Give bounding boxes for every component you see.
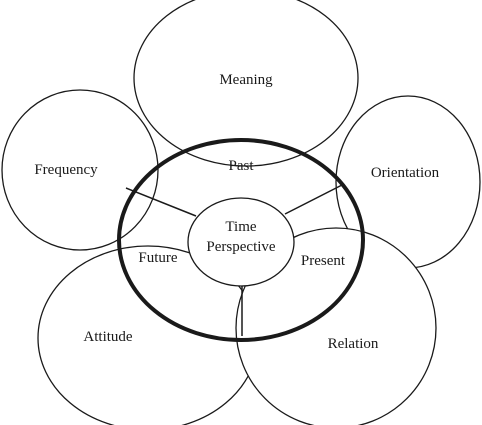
center-label-line1: Time bbox=[225, 219, 256, 235]
relation-petal bbox=[235, 227, 437, 425]
present-label: Present bbox=[301, 253, 346, 269]
meaning-petal bbox=[133, 0, 359, 167]
meaning-label: Meaning bbox=[219, 72, 273, 88]
divider-past-present bbox=[284, 184, 343, 215]
center-label-line2: Perspective bbox=[206, 239, 275, 255]
time-perspective-ring bbox=[117, 138, 365, 342]
future-label: Future bbox=[138, 250, 178, 266]
divider-past-future bbox=[125, 187, 197, 217]
relation-label: Relation bbox=[328, 336, 379, 352]
frequency-label: Frequency bbox=[34, 162, 98, 178]
center-circle bbox=[187, 197, 295, 287]
frequency-petal bbox=[1, 89, 159, 251]
past-label: Past bbox=[228, 158, 254, 174]
attitude-label: Attitude bbox=[83, 329, 133, 345]
orientation-label: Orientation bbox=[371, 165, 440, 181]
